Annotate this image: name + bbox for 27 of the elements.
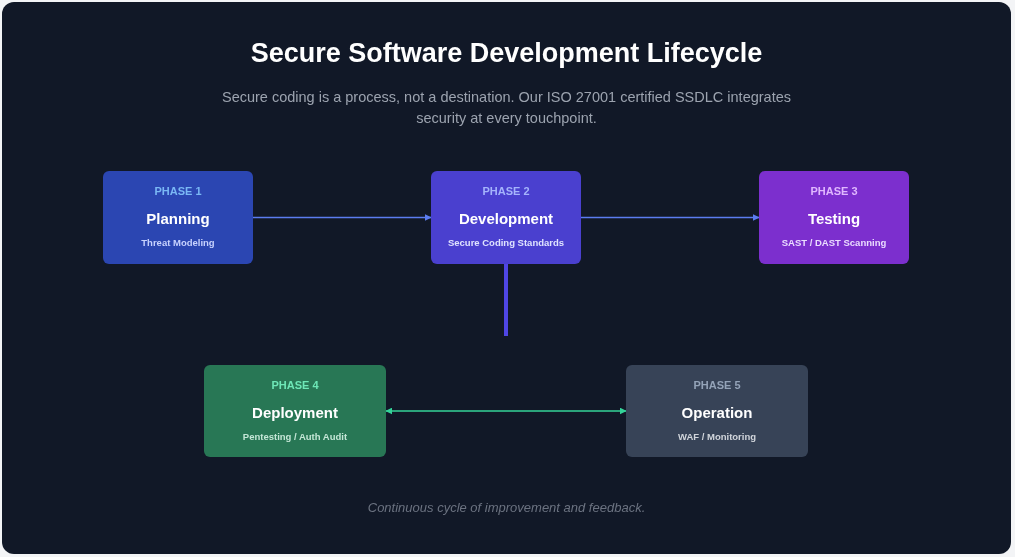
phase-card	[759, 171, 909, 264]
phase-name: Development	[458, 210, 554, 228]
phase-description: SAST / DAST Scanning	[781, 237, 887, 249]
arrow	[252, 214, 432, 221]
title: Secure Software Development Lifecycle	[249, 38, 764, 69]
phase-card	[103, 171, 253, 264]
phase-name: Deployment	[252, 404, 338, 422]
phase-name: Testing	[807, 210, 861, 228]
phase-name: Operation	[681, 404, 753, 422]
connector-line	[504, 264, 508, 336]
phase-description: WAF / Monitoring	[677, 431, 757, 443]
caption: Continuous cycle of improvement and feedback.	[366, 500, 647, 515]
phase-number: PHASE 5	[693, 379, 741, 392]
phase-description: Threat Modeling	[141, 237, 215, 249]
phase-description: Pentesting / Auth Audit	[242, 431, 348, 443]
phase-card	[204, 365, 386, 457]
phase-number: PHASE 2	[482, 185, 530, 198]
arrow	[385, 407, 627, 415]
phase-number: PHASE 4	[271, 379, 319, 392]
phase-name: Planning	[146, 210, 210, 228]
phase-card	[626, 365, 808, 457]
phase-description: Secure Coding Standards	[447, 237, 565, 249]
phase-card	[431, 171, 581, 264]
phase-number: PHASE 1	[154, 185, 202, 198]
arrow	[580, 214, 760, 221]
subtitle: Secure coding is a process, not a destination. Our ISO 27001 certified SSDLC integrates security at every touchpoint.	[220, 88, 792, 128]
phase-number: PHASE 3	[810, 185, 858, 198]
